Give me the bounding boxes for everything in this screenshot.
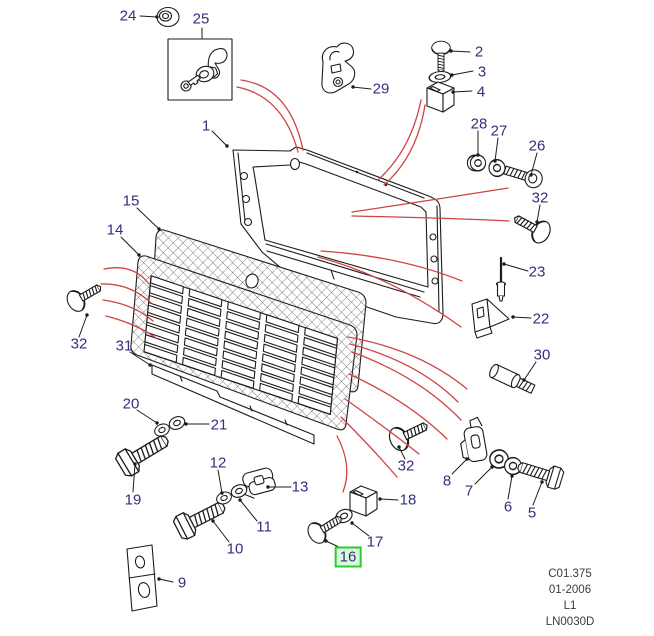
part-1-front-panel xyxy=(232,146,444,325)
part-32-screw-right xyxy=(508,207,555,247)
part-callout-30[interactable]: 30 xyxy=(533,346,551,364)
part-callout-2[interactable]: 2 xyxy=(474,43,484,61)
part-32-screw-left xyxy=(63,276,107,316)
part-callout-15[interactable]: 15 xyxy=(122,192,140,210)
part-callout-17[interactable]: 17 xyxy=(366,533,384,551)
part-callout-29[interactable]: 29 xyxy=(372,80,390,98)
part-callout-1[interactable]: 1 xyxy=(201,117,211,135)
drawing-info: C01.375 01-2006 L1 LN0030D xyxy=(515,566,625,630)
drawing-number-line: LN0030D xyxy=(545,616,595,628)
part-23-pin xyxy=(495,256,507,302)
part-callout-27[interactable]: 27 xyxy=(490,122,508,140)
part-callout-8[interactable]: 8 xyxy=(442,472,452,490)
part-callout-10[interactable]: 10 xyxy=(226,540,244,558)
part-29-hook-bracket xyxy=(321,42,356,94)
part-25-lock-kit xyxy=(167,38,233,101)
part-24-grommet xyxy=(156,6,180,28)
part-callout-20[interactable]: 20 xyxy=(122,395,140,413)
drawing-code-line: C01.375 xyxy=(548,568,592,580)
part-4-captive-nut xyxy=(426,81,455,113)
part-callout-32[interactable]: 32 xyxy=(531,189,549,207)
part-callout-23[interactable]: 23 xyxy=(528,263,546,281)
part-callout-16[interactable]: 16 xyxy=(334,546,362,568)
part-5-bolt xyxy=(514,455,566,491)
part-14-grille xyxy=(131,256,357,430)
part-callout-24[interactable]: 24 xyxy=(119,7,137,25)
part-callout-14[interactable]: 14 xyxy=(106,221,124,239)
part-8-clip xyxy=(460,416,488,463)
part-callout-12[interactable]: 12 xyxy=(209,454,227,472)
part-callout-22[interactable]: 22 xyxy=(532,310,550,328)
part-callout-3[interactable]: 3 xyxy=(477,63,487,81)
drawing-date-line: 01-2006 xyxy=(548,584,592,596)
leader-lines xyxy=(78,15,544,583)
part-callout-32[interactable]: 32 xyxy=(397,457,415,475)
part-18-captive-nut xyxy=(349,485,378,517)
part-26-bolt xyxy=(503,165,543,189)
part-callout-9[interactable]: 9 xyxy=(177,574,187,592)
part-21-washer xyxy=(166,413,188,433)
part-callout-26[interactable]: 26 xyxy=(528,137,546,155)
part-9-plate xyxy=(126,544,158,612)
part-2-screw xyxy=(431,40,451,73)
part-callout-13[interactable]: 13 xyxy=(291,478,309,496)
part-callout-6[interactable]: 6 xyxy=(503,498,513,516)
connector-lines xyxy=(100,79,510,493)
part-callout-4[interactable]: 4 xyxy=(476,83,486,101)
part-callout-18[interactable]: 18 xyxy=(399,491,417,509)
part-28-spacer xyxy=(465,153,488,173)
part-callout-28[interactable]: 28 xyxy=(470,115,488,133)
part-3-washer xyxy=(427,69,453,85)
part-22-bracket xyxy=(471,298,510,339)
part-31-lower-trim-strip xyxy=(151,364,315,445)
part-callout-32[interactable]: 32 xyxy=(70,335,88,353)
part-callout-11[interactable]: 11 xyxy=(256,518,272,536)
part-callout-25[interactable]: 25 xyxy=(192,10,210,28)
part-callout-19[interactable]: 19 xyxy=(124,491,142,509)
part-callout-7[interactable]: 7 xyxy=(464,482,474,500)
part-callout-31[interactable]: 31 xyxy=(115,337,133,355)
part-13-clip xyxy=(242,467,276,499)
part-27-washer xyxy=(486,157,508,179)
part-30-stud xyxy=(489,363,536,394)
drawing-sheet-line: L1 xyxy=(563,600,577,612)
part-callout-21[interactable]: 21 xyxy=(210,416,228,434)
part-callout-5[interactable]: 5 xyxy=(527,504,537,522)
